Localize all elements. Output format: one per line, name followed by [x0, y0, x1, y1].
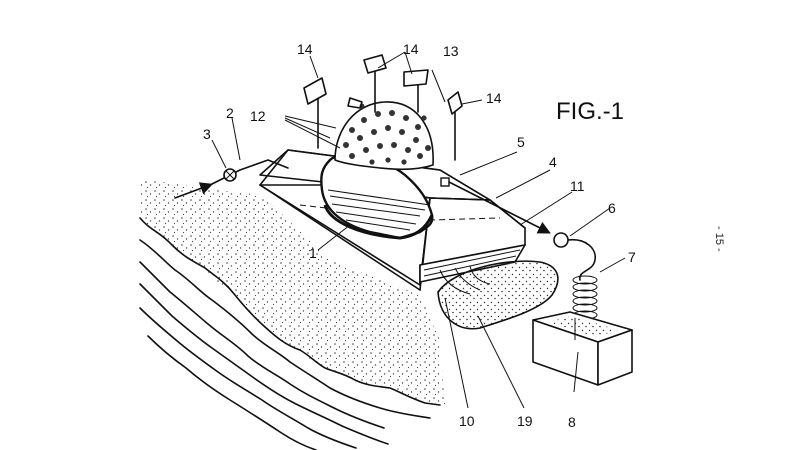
label-14-right: 14 — [486, 90, 502, 106]
mirror-2 — [363, 54, 387, 74]
label-14-left: 14 — [297, 41, 313, 57]
label-14-center: 14 — [403, 41, 419, 57]
figure-title: FIG.-1 — [556, 98, 624, 125]
label-12: 12 — [250, 108, 266, 124]
label-13: 13 — [443, 43, 459, 59]
label-6: 6 — [608, 200, 616, 216]
outlet-valve-icon — [553, 232, 569, 248]
label-8: 8 — [568, 414, 576, 430]
mirror-3 — [403, 69, 429, 87]
label-11: 11 — [570, 178, 585, 194]
salt-deposit — [437, 260, 559, 330]
label-3: 3 — [203, 126, 211, 142]
collection-tank — [532, 311, 633, 386]
sea-waves — [139, 239, 431, 450]
leader-lines — [211, 51, 626, 409]
cutaway-tank — [320, 153, 434, 240]
label-5: 5 — [517, 134, 525, 150]
mirror-4 — [447, 91, 463, 115]
inlet-pipe — [174, 159, 289, 199]
perforated-dome — [334, 101, 434, 171]
page-number: - 15 - — [713, 226, 725, 252]
label-4: 4 — [549, 154, 557, 170]
label-1: 1 — [309, 245, 317, 261]
label-7: 7 — [628, 249, 636, 265]
mirror-posts — [303, 54, 463, 161]
label-2: 2 — [226, 105, 234, 121]
label-10: 10 — [459, 413, 475, 429]
label-19: 19 — [517, 413, 533, 429]
mirror-1 — [303, 77, 327, 105]
outlet-pipe — [440, 177, 596, 281]
beach-shoreline — [139, 180, 445, 406]
